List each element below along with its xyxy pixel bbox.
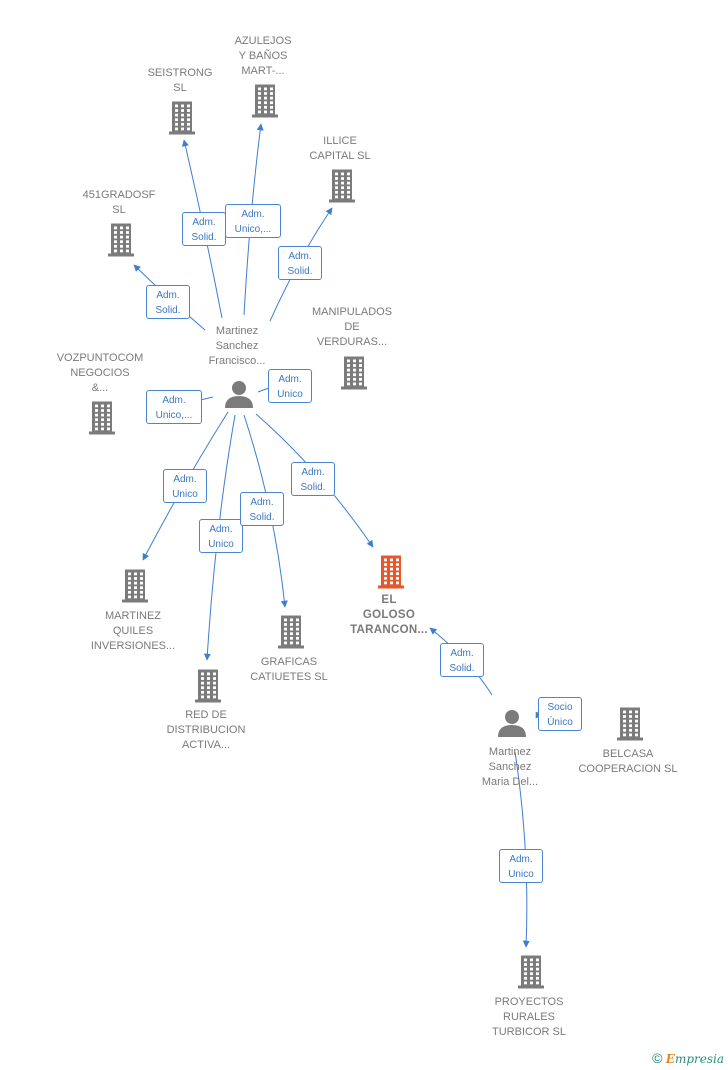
- edge-label-martinez_francisco-to-martinez_quiles[interactable]: Adm. Unico: [163, 469, 207, 503]
- node-label-el_goloso[interactable]: EL GOLOSO TARANCON...: [350, 594, 428, 636]
- person-icon-martinez_francisco[interactable]: [225, 381, 253, 408]
- edge-label-martinez_francisco-to-azulejos[interactable]: Adm. Unico,...: [225, 204, 281, 238]
- building-icon-belcasa[interactable]: [617, 707, 643, 741]
- node-label-seistrong[interactable]: SEISTRONG SL: [147, 67, 213, 94]
- node-label-azulejos[interactable]: AZULEJOS Y BAÑOS MART-...: [234, 35, 292, 77]
- edge-label-martinez_maria-to-el_goloso[interactable]: Adm. Solid.: [440, 643, 484, 677]
- building-icon-451grados[interactable]: [108, 223, 134, 257]
- node-label-proyectos[interactable]: PROYECTOS RURALES TURBICOR SL: [492, 996, 566, 1038]
- copyright-symbol: ©: [652, 1050, 663, 1066]
- brand-initial: E: [665, 1052, 675, 1066]
- node-label-vozpuntocom[interactable]: VOZPUNTOCOM NEGOCIOS &...: [56, 352, 144, 394]
- edge-label-martinez_francisco-to-illice[interactable]: Adm. Solid.: [278, 246, 322, 280]
- edge-label-martinez_francisco-to-451grados[interactable]: Adm. Solid.: [146, 285, 190, 319]
- node-label-martinez_francisco[interactable]: Martinez Sanchez Francisco...: [208, 325, 266, 367]
- node-label-illice[interactable]: ILLICE CAPITAL SL: [309, 135, 371, 162]
- building-icon-red_distribucion[interactable]: [195, 669, 221, 703]
- brand-watermark: © Empresia: [652, 1050, 724, 1066]
- building-icon-vozpuntocom[interactable]: [89, 401, 115, 435]
- edge-label-martinez_francisco-to-manipulados[interactable]: Adm. Unico: [268, 369, 312, 403]
- building-icon-graficas[interactable]: [278, 615, 304, 649]
- node-label-martinez_maria[interactable]: Martinez Sanchez Maria Del...: [481, 746, 539, 788]
- node-label-451grados[interactable]: 451GRADOSF SL: [82, 189, 156, 216]
- building-icon-el_goloso[interactable]: [378, 555, 404, 589]
- nodes-layer: [89, 84, 643, 989]
- building-icon-seistrong[interactable]: [169, 101, 195, 135]
- building-icon-azulejos[interactable]: [252, 84, 278, 118]
- node-label-belcasa[interactable]: BELCASA COOPERACION SL: [578, 748, 678, 775]
- edge-label-martinez_francisco-to-graficas[interactable]: Adm. Solid.: [240, 492, 284, 526]
- brand-name: mpresia: [674, 1052, 724, 1066]
- edges-layer: [133, 123, 543, 948]
- node-label-manipulados[interactable]: MANIPULADOS DE VERDURAS...: [311, 306, 393, 348]
- edge-label-martinez_maria-to-belcasa[interactable]: Socio Único: [538, 697, 582, 731]
- edge-label-martinez_francisco-to-vozpuntocom[interactable]: Adm. Unico,...: [146, 390, 202, 424]
- edge-label-martinez_francisco-to-seistrong[interactable]: Adm. Solid.: [182, 212, 226, 246]
- node-label-martinez_quiles[interactable]: MARTINEZ QUILES INVERSIONES...: [90, 610, 176, 652]
- building-icon-proyectos[interactable]: [518, 955, 544, 989]
- node-label-red_distribucion[interactable]: RED DE DISTRIBUCION ACTIVA...: [166, 709, 246, 751]
- edge-label-martinez_francisco-to-red_distribucion[interactable]: Adm. Unico: [199, 519, 243, 553]
- building-icon-illice[interactable]: [329, 169, 355, 203]
- building-icon-martinez_quiles[interactable]: [122, 569, 148, 603]
- person-icon-martinez_maria[interactable]: [498, 710, 526, 737]
- edge-label-martinez_maria-to-proyectos[interactable]: Adm. Unico: [499, 849, 543, 883]
- node-label-graficas[interactable]: GRAFICAS CATIUETES SL: [250, 656, 328, 683]
- building-icon-manipulados[interactable]: [341, 356, 367, 390]
- edge-label-martinez_francisco-to-el_goloso[interactable]: Adm. Solid.: [291, 462, 335, 496]
